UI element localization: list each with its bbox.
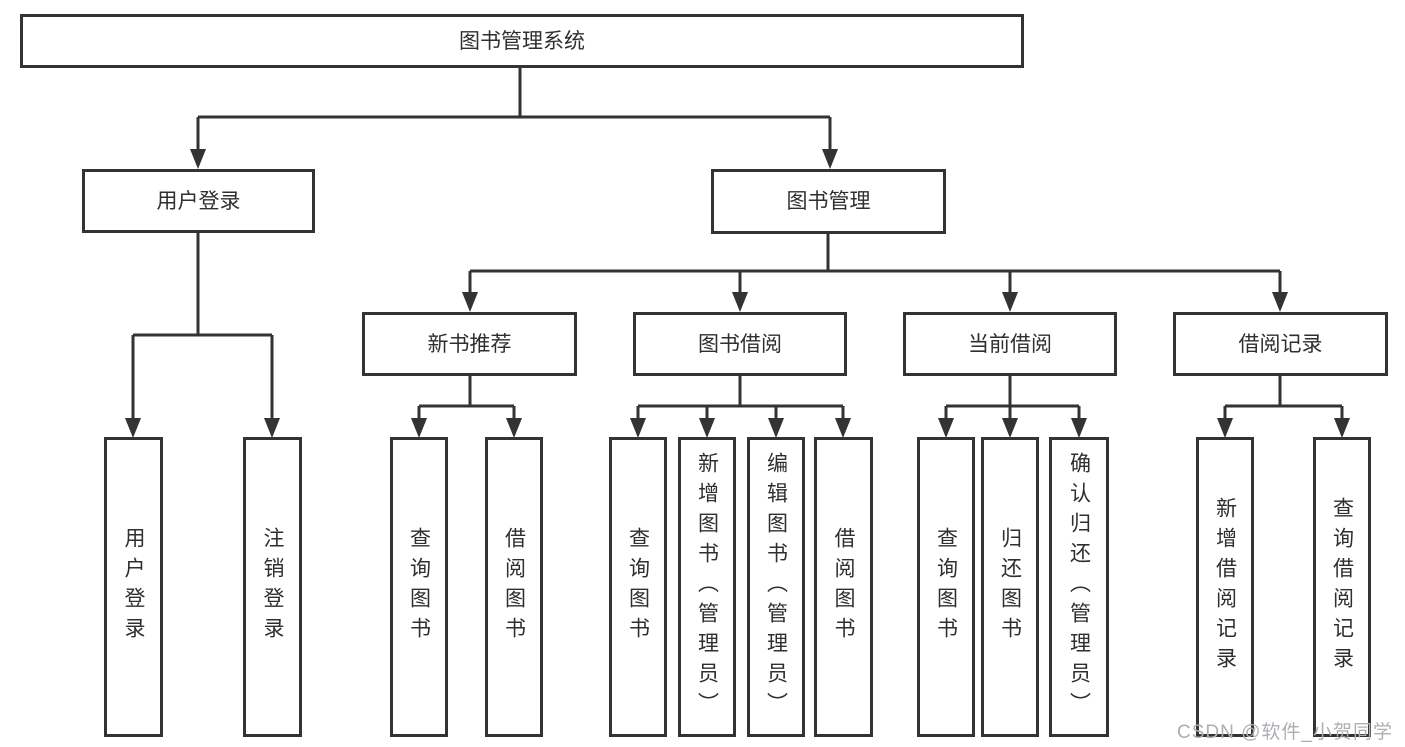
node-borrowing-records: 借阅记录 [1173, 312, 1388, 376]
connector-bookmgmt-to-level3 [468, 234, 1282, 293]
arrowheads-newbook-leaves [411, 418, 522, 438]
leaf-return-book: 归还图书 [981, 437, 1039, 737]
arrowheads-level2 [190, 149, 838, 169]
connector-bookborrow-to-leaves [636, 376, 845, 419]
leaf-add-borrow-record: 新增借阅记录 [1196, 437, 1254, 737]
leaf-edit-book-admin: 编辑图书（管理员） [747, 437, 805, 737]
node-new-book-recommend: 新书推荐 [362, 312, 577, 376]
node-book-management: 图书管理 [711, 169, 946, 234]
node-book-borrowing: 图书借阅 [633, 312, 847, 376]
leaf-logout: 注销登录 [243, 437, 302, 737]
connector-newbook-to-leaves [417, 376, 516, 419]
node-user-login: 用户登录 [82, 169, 315, 233]
connector-userlogin-to-leaves [131, 233, 274, 419]
leaf-user-login: 用户登录 [104, 437, 163, 737]
connector-root-to-level2 [196, 68, 832, 150]
leaf-query-books-recommend: 查询图书 [390, 437, 448, 737]
leaf-borrow-books-recommend: 借阅图书 [485, 437, 543, 737]
leaf-query-borrow-record: 查询借阅记录 [1313, 437, 1371, 737]
leaf-query-books-borrowing: 查询图书 [609, 437, 667, 737]
connector-currentborrow-to-leaves [944, 376, 1081, 419]
node-book-management-system: 图书管理系统 [20, 14, 1024, 68]
arrowheads-currentborrow-leaves [938, 418, 1087, 438]
leaf-query-books-current: 查询图书 [917, 437, 975, 737]
arrowheads-records-leaves [1217, 418, 1350, 438]
arrowheads-bookborrow-leaves [630, 418, 851, 438]
node-current-borrowing: 当前借阅 [903, 312, 1117, 376]
leaf-confirm-return-admin: 确认归还（管理员） [1049, 437, 1109, 737]
connector-records-to-leaves [1223, 376, 1344, 419]
arrowheads-level3 [462, 292, 1288, 312]
leaf-borrow-books-borrowing: 借阅图书 [814, 437, 873, 737]
leaf-add-book-admin: 新增图书（管理员） [678, 437, 736, 737]
arrowheads-userlogin-leaves [125, 418, 280, 438]
